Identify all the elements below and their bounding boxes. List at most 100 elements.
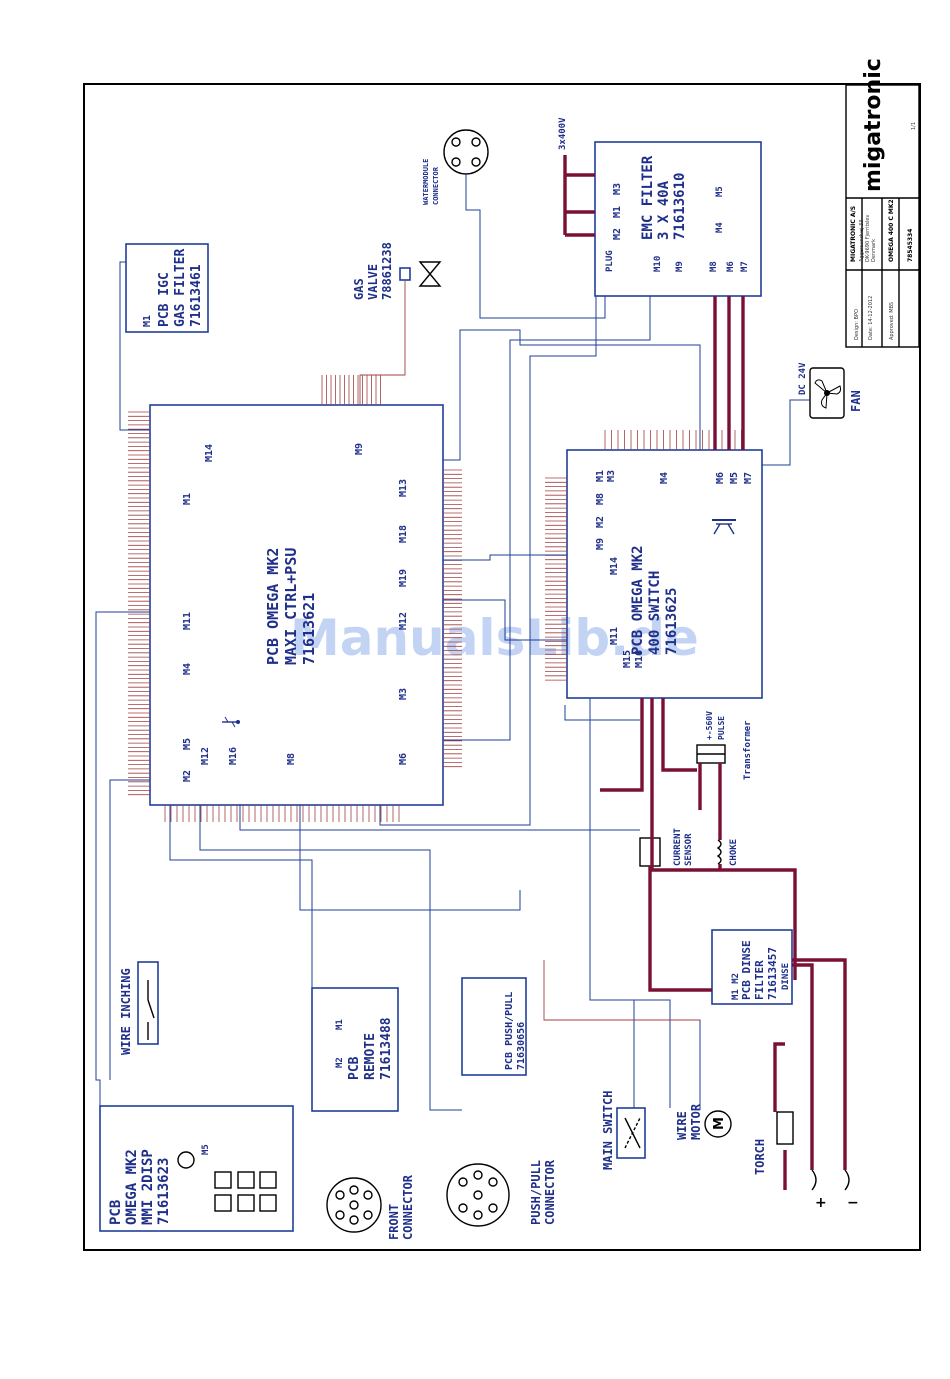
pushpull-line-1: PCB PUSH/PULL (504, 992, 515, 1070)
emc-filter-block: EMC FILTER 3 X 40A 71613610 M3 M1 M2 PLU… (594, 141, 762, 297)
main-m19: M19 (398, 569, 409, 587)
emc-m9: M9 (675, 261, 685, 272)
signal-wiring (95, 174, 810, 1111)
mmi-line-4: 71613623 (156, 1158, 172, 1225)
wire-motor-line-1: WIRE (675, 1111, 689, 1140)
current-sensor-line-2: SENSOR (684, 833, 694, 866)
switch-m6: M6 (715, 472, 726, 484)
remote-line-2: REMOTE (363, 1033, 378, 1080)
emc-m7: M7 (740, 261, 750, 272)
wire-motor: WIRE MOTOR M (675, 1103, 732, 1140)
switch-pcb-block: PCB OMEGA MK2 400 SWITCH 71613625 M1 M3 … (566, 449, 763, 699)
mmi-line-2: OMEGA MK2 (124, 1149, 140, 1225)
dinse-block: M1 M2 PCB DINSE FILTER 71613457 DINSE (711, 929, 793, 1005)
front-connector-line-2: CONNECTOR (401, 1174, 415, 1240)
dinse-line-2: FILTER (753, 960, 766, 1000)
drawing-title: OMEGA 400 C MK2 (888, 199, 895, 262)
igc-line-3: 71613461 (189, 264, 204, 327)
main-m8: M8 (286, 753, 297, 765)
switch-pcb-line-2: 400 SWITCH (647, 571, 663, 655)
main-m1: M1 (182, 493, 193, 505)
transformer: +-560V PULSE Transformer (696, 711, 753, 780)
main-m14: M14 (204, 444, 215, 462)
plug-label: PLUG (605, 250, 615, 272)
igc-line-2: GAS FILTER (173, 249, 188, 327)
logo-text: migatronic (861, 58, 886, 192)
output-terminals: + − (811, 1169, 859, 1211)
emc-m4: M4 (715, 222, 725, 233)
wire-motor-line-2: MOTOR (689, 1103, 703, 1140)
gas-valve-line-3: 78861238 (380, 242, 394, 300)
main-m18: M18 (398, 525, 409, 543)
address-line-2: DK-9690 Fjerritslev (865, 214, 871, 262)
switch-m2: M2 (595, 516, 606, 528)
remote-block: PCB REMOTE 71613488 M1 M2 (311, 987, 399, 1112)
main-m9: M9 (354, 443, 365, 455)
fan-icon (814, 379, 842, 409)
main-m2: M2 (182, 770, 193, 782)
switch-m4: M4 (659, 472, 670, 484)
switch-m3: M3 (606, 470, 617, 482)
main-m12: M12 (398, 612, 409, 630)
main-m16: M16 (228, 747, 239, 765)
switch-m14: M14 (609, 557, 620, 575)
switch-pcb-line-3: 71613625 (664, 588, 680, 655)
main-pcb-top-pins (321, 375, 381, 405)
wire-inching-label: WIRE INCHING (119, 968, 133, 1055)
front-connector-line-1: FRONT (387, 1204, 401, 1240)
switch-m7: M7 (743, 472, 754, 484)
emc-line-3: 71613610 (672, 173, 688, 240)
pushpull-line-2: 71630656 (516, 1022, 527, 1070)
gas-valve: GAS VALVE 78861238 (352, 242, 442, 300)
main-pcb-bottom-pins (164, 805, 400, 822)
address-line-1: Aggersundvej 33 (859, 220, 865, 262)
pulse-line-2: PULSE (717, 716, 726, 740)
dinse-line-1: PCB DINSE (740, 940, 753, 1000)
switch-m15: M15 (622, 650, 633, 668)
main-pcb-line-3: 71613621 (300, 593, 318, 665)
dinse-line-4: DINSE (781, 963, 791, 990)
dinse-line-3: 71613457 (766, 947, 779, 1000)
remote-m2: M2 (335, 1057, 345, 1068)
main-switch-label: MAIN SWITCH (601, 1091, 615, 1170)
choke: CHOKE (716, 839, 739, 866)
water-label-2: CONNECTOR (432, 166, 440, 205)
minus-terminal: − (847, 1195, 859, 1211)
switch-pcb-left-pins (545, 477, 567, 681)
main-m6: M6 (398, 753, 409, 765)
fan-label: FAN (849, 390, 863, 412)
water-label-1: WATERMODULE (422, 159, 430, 205)
drawing-frame (83, 83, 921, 1251)
gas-valve-line-2: VALVE (366, 264, 380, 300)
design-date: Date: 14-12-2012 (868, 296, 874, 340)
switch-m5: M5 (729, 472, 740, 484)
approved-by: Approved: MBS (889, 302, 895, 340)
transformer-label: Transformer (743, 720, 753, 780)
choke-label: CHOKE (729, 839, 739, 866)
mmi-block: PCB OMEGA MK2 MMI 2DISP 71613623 M5 (99, 1105, 294, 1232)
pushpull-connector-line-2: CONNECTOR (543, 1159, 557, 1225)
pulse-line-1: +-560V (705, 711, 714, 740)
emc-m3: M3 (612, 183, 623, 195)
switch-pcb-top-pins (604, 430, 742, 450)
emc-line-2: 3 X 40A (656, 180, 672, 240)
main-switch: MAIN SWITCH (601, 1091, 646, 1170)
remote-line-1: PCB (347, 1056, 362, 1080)
remote-line-3: 71613488 (379, 1017, 394, 1080)
torch-label: TORCH (753, 1139, 767, 1175)
igc-block: M1 PCB IGC GAS FILTER 71613461 (125, 243, 209, 333)
current-sensor-line-1: CURRENT (673, 827, 683, 866)
wire-inching: WIRE INCHING (119, 961, 159, 1055)
emc-m6: M6 (726, 261, 736, 272)
main-pcb-line-2: MAXI CTRL+PSU (282, 548, 300, 665)
switch-m1: M1 (595, 470, 606, 482)
main-m10: M12 (200, 747, 211, 765)
mmi-buttons (214, 1171, 277, 1212)
igc-m1: M1 (142, 315, 153, 327)
pushpull-block: PCB PUSH/PULL 71630656 (461, 977, 527, 1076)
motor-icon (704, 1110, 732, 1138)
main-m3: M3 (398, 688, 409, 700)
igbt-icon (712, 519, 736, 535)
emc-m2: M2 (612, 228, 623, 240)
